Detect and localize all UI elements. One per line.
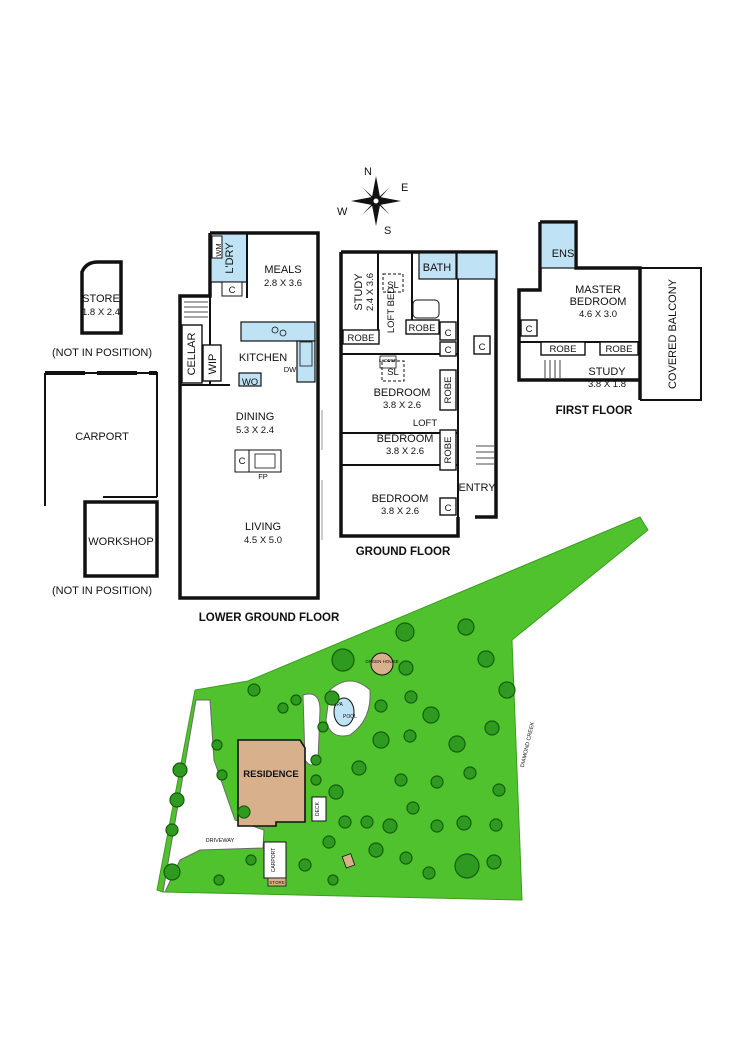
compass-rose: N E S W [337, 166, 408, 237]
entry-label: ENTRY [458, 482, 496, 494]
site-carport-label: CARPORT [271, 848, 277, 872]
lg-c: C [229, 285, 236, 296]
store-building: STORE 1.8 X 2.4 (NOT IN POSITION) [52, 260, 152, 359]
workshop-note: (NOT IN POSITION) [52, 585, 152, 597]
robe-1: ROBE [348, 333, 375, 344]
carport-workshop: CARPORT WORKSHOP (NOT IN POSITION) [44, 371, 159, 597]
first-floor: ENS MASTER BEDROOM 4.6 X 3.0 C ROBE ROBE… [517, 220, 702, 417]
ff-study-label: STUDY [588, 366, 626, 378]
lower-ground-title: LOWER GROUND FLOOR [199, 612, 340, 624]
ff-robe-2: ROBE [606, 344, 633, 355]
bedroom-3-size: 3.8 X 2.6 [381, 506, 419, 517]
meals-size: 2.8 X 3.6 [264, 278, 302, 289]
gf-c-3: C [479, 342, 486, 353]
bath-label: BATH [423, 262, 452, 274]
dining-label: DINING [236, 411, 275, 423]
ff-study-size: 3.8 X 1.8 [588, 379, 626, 390]
loft-label: LOFT [413, 418, 437, 429]
living-size: 4.5 X 5.0 [244, 535, 282, 546]
residence [237, 739, 306, 827]
dining-size: 5.3 X 2.4 [236, 425, 274, 436]
ground-floor-title: GROUND FLOOR [356, 546, 451, 558]
compass-w: W [337, 206, 348, 218]
site-plan: POOL SPA RESIDENCE DECK CARPORT STORE DR… [156, 516, 649, 901]
bedroom-1-size: 3.8 X 2.6 [383, 400, 421, 411]
gf-c-2: C [445, 345, 452, 356]
lg-laundry: L'DRY [224, 242, 236, 274]
ff-c: C [526, 324, 533, 335]
bedroom-sl: SL [387, 367, 399, 378]
ens-label: ENS [552, 248, 575, 260]
robe-4: ROBE [443, 437, 454, 464]
loft-bed-label: LOFT BED [386, 287, 397, 333]
carport-label: CARPORT [75, 431, 129, 443]
first-floor-title: FIRST FLOOR [556, 405, 633, 417]
compass-s: S [384, 225, 391, 237]
master-label: MASTER [575, 284, 621, 296]
living-label: LIVING [245, 521, 281, 533]
ff-robe-1: ROBE [550, 344, 577, 355]
bedroom-1-label: BEDROOM [374, 387, 431, 399]
deck-label: DECK [315, 801, 321, 816]
store-label: STORE [82, 293, 120, 305]
kitchen-label: KITCHEN [239, 352, 287, 364]
workshop-label: WORKSHOP [88, 536, 153, 548]
bedroom-2-label: BEDROOM [377, 433, 434, 445]
study-sl: SL [387, 280, 399, 291]
wip-label: WIP [207, 354, 219, 375]
pool-label: POOL [343, 714, 357, 720]
store-note: (NOT IN POSITION) [52, 347, 152, 359]
balcony-label: COVERED BALCONY [667, 278, 679, 389]
lower-ground-floor: WM C L'DRY MEALS 2.8 X 3.6 CELLAR WIP KI… [178, 231, 340, 624]
trees [163, 618, 516, 886]
compass-e: E [401, 182, 408, 194]
bedroom-2-size: 3.8 X 2.6 [386, 446, 424, 457]
robe-3: ROBE [443, 377, 454, 404]
dw-label: DW [284, 365, 297, 374]
driveway-label: DRIVEWAY [206, 838, 235, 844]
lg-wm: WM [214, 243, 223, 256]
ground-floor: BATH STUDY 2.4 X 3.6 SL LOFT BED ROBE RO… [339, 250, 498, 558]
site-store-label: STORE [269, 880, 284, 885]
store-size: 1.8 X 2.4 [82, 307, 120, 318]
study-size: 2.4 X 3.6 [365, 273, 376, 311]
compass-n: N [364, 166, 372, 178]
master-label-2: BEDROOM [570, 296, 627, 308]
spa-label: SPA [333, 702, 343, 708]
meals-label: MEALS [264, 264, 301, 276]
residence-label: RESIDENCE [243, 769, 298, 780]
creek-label: DIAMOND CREEK [520, 721, 536, 768]
wo-label: WO [242, 377, 258, 388]
bedroom-3-label: BEDROOM [372, 493, 429, 505]
robe-2: ROBE [409, 323, 436, 334]
cellar-label: CELLAR [186, 333, 198, 376]
gf-c-1: C [445, 328, 452, 339]
master-size: 4.6 X 3.0 [579, 309, 617, 320]
gf-c-4: C [445, 503, 452, 514]
study-label: STUDY [353, 273, 365, 311]
fp-label: FP [258, 472, 268, 481]
fp-c: C [239, 456, 246, 467]
green-house-label: GREEN HOUSE [365, 659, 398, 664]
